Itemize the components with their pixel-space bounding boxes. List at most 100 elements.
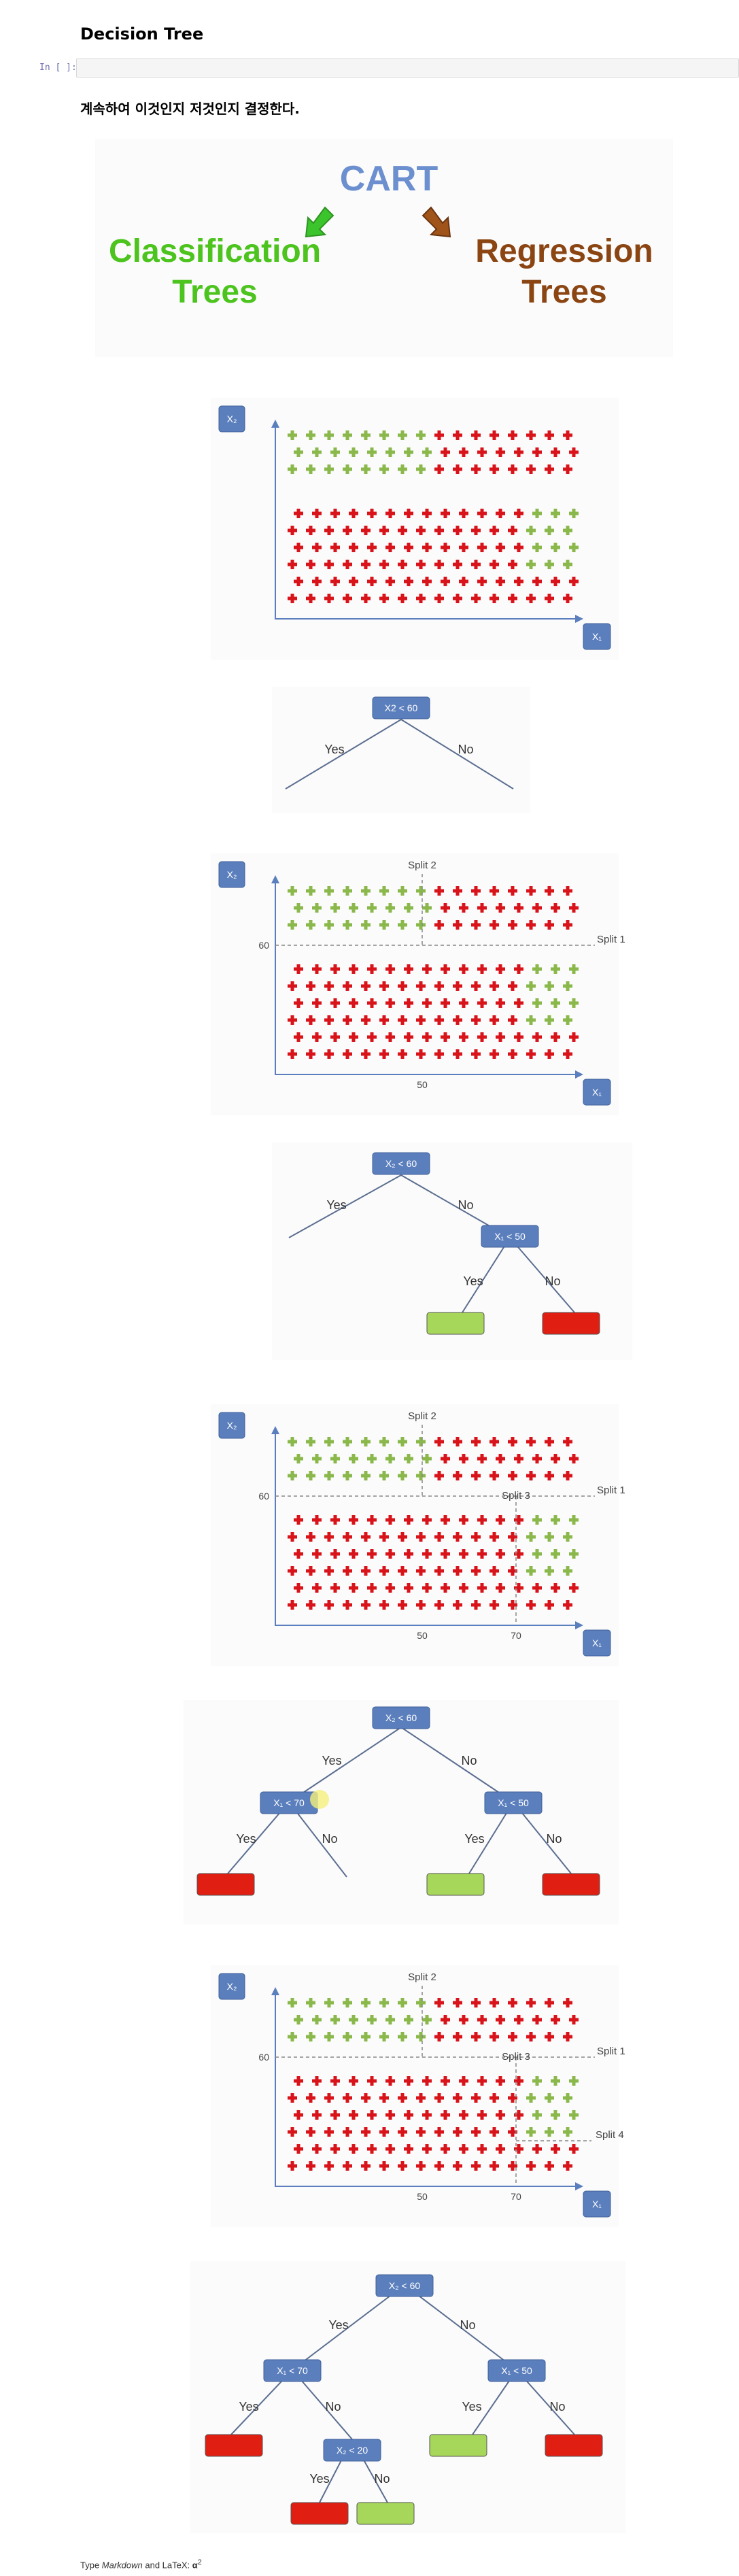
data-point-cross: [367, 2144, 377, 2154]
data-point-cross: [496, 2076, 505, 2086]
data-point-cross: [398, 2032, 407, 2041]
data-point-cross: [367, 1515, 377, 1525]
data-point-cross: [532, 509, 542, 518]
data-point-cross: [367, 1583, 377, 1593]
data-point-cross: [349, 903, 358, 913]
data-point-cross: [508, 430, 517, 440]
data-point-cross: [551, 509, 560, 518]
node-x1-50: X₁ < 50: [487, 2359, 546, 2382]
data-point-cross: [349, 2076, 358, 2086]
node-root: X₂ < 60: [372, 1706, 430, 1729]
data-point-cross: [434, 2161, 444, 2171]
label-yes: Yes: [324, 743, 344, 756]
data-point-cross: [526, 594, 536, 603]
data-point-cross: [441, 1583, 450, 1593]
data-point-cross: [416, 1600, 426, 1610]
tick-60: 60: [258, 1491, 269, 1502]
data-point-cross: [514, 1583, 523, 1593]
data-point-cross: [526, 1471, 536, 1480]
data-point-cross: [569, 2144, 579, 2154]
data-point-cross: [349, 447, 358, 457]
data-point-cross: [367, 2110, 377, 2120]
data-point-cross: [361, 886, 371, 896]
tree-branch: [285, 719, 402, 790]
data-point-cross: [306, 430, 315, 440]
data-point-cross: [477, 2110, 487, 2120]
classification-line2: Trees: [172, 274, 257, 310]
cell-input-prompt: In [ ]:: [39, 63, 77, 73]
data-point-cross: [569, 1032, 579, 1042]
data-point-cross: [514, 543, 523, 552]
data-point-cross: [294, 447, 303, 457]
code-cell-input[interactable]: [76, 58, 739, 78]
data-point-cross: [545, 1998, 554, 2007]
data-point-cross: [416, 430, 426, 440]
node-x2-20: X₂ < 20: [323, 2439, 381, 2462]
data-point-cross: [477, 964, 487, 974]
tick-50: 50: [417, 1079, 428, 1090]
x1-axis-label: X₁: [583, 2190, 611, 2218]
data-point-cross: [496, 509, 505, 518]
data-point-cross: [294, 543, 303, 552]
data-point-cross: [312, 1515, 322, 1525]
data-point-cross: [459, 1583, 468, 1593]
data-point-cross: [312, 1454, 322, 1463]
data-point-cross: [526, 1437, 536, 1446]
x1-axis-label-label: X₁: [592, 1638, 602, 1648]
data-point-cross: [434, 1049, 444, 1059]
data-point-cross: [545, 920, 554, 930]
data-point-cross: [288, 1532, 297, 1542]
data-point-cross: [385, 2076, 395, 2086]
data-point-cross: [545, 2032, 554, 2041]
data-point-cross: [441, 1515, 450, 1525]
tick-50: 50: [417, 1630, 428, 1641]
data-point-cross: [324, 594, 334, 603]
data-point-cross: [489, 560, 499, 569]
data-point-cross: [324, 464, 334, 474]
label-yes: Yes: [328, 2318, 348, 2332]
tree-branch: [288, 1174, 402, 1238]
data-point-cross: [349, 2110, 358, 2120]
data-point-cross: [508, 886, 517, 896]
data-point-cross: [343, 886, 352, 896]
data-point-cross: [312, 1583, 322, 1593]
data-point-cross: [514, 1549, 523, 1559]
x-axis-arrow-icon: [575, 615, 583, 623]
label-yes: Yes: [326, 1198, 346, 1212]
data-point-cross: [324, 1566, 334, 1576]
data-point-cross: [361, 594, 371, 603]
data-point-cross: [343, 920, 352, 930]
label-yes: Yes: [462, 2400, 481, 2413]
data-point-cross: [471, 526, 481, 535]
data-point-cross: [385, 1583, 395, 1593]
data-point-cross: [532, 1515, 542, 1525]
label-no: No: [322, 1832, 337, 1846]
data-point-cross: [514, 2015, 523, 2024]
regression-line2: Trees: [521, 274, 606, 310]
data-point-cross: [514, 1454, 523, 1463]
data-point-cross: [563, 430, 572, 440]
data-point-cross: [489, 464, 499, 474]
data-point-cross: [551, 2015, 560, 2024]
data-point-cross: [343, 430, 352, 440]
data-point-cross: [288, 981, 297, 991]
leaf-red: [545, 2434, 603, 2457]
data-point-cross: [422, 1454, 432, 1463]
data-point-cross: [551, 1032, 560, 1042]
data-point-cross: [349, 543, 358, 552]
data-point-cross: [514, 1515, 523, 1525]
data-point-cross: [453, 1049, 462, 1059]
data-point-cross: [379, 1600, 389, 1610]
data-point-cross: [404, 1583, 413, 1593]
cart-diagram: CART Classification Trees Regression Tre…: [95, 139, 673, 357]
data-point-cross: [379, 1049, 389, 1059]
data-point-cross: [343, 2127, 352, 2137]
data-point-cross: [545, 560, 554, 569]
data-point-cross: [508, 526, 517, 535]
data-point-cross: [453, 1471, 462, 1480]
data-point-cross: [508, 560, 517, 569]
data-point-cross: [545, 430, 554, 440]
data-point-cross: [416, 1015, 426, 1025]
notebook-heading: Decision Tree: [80, 24, 204, 44]
